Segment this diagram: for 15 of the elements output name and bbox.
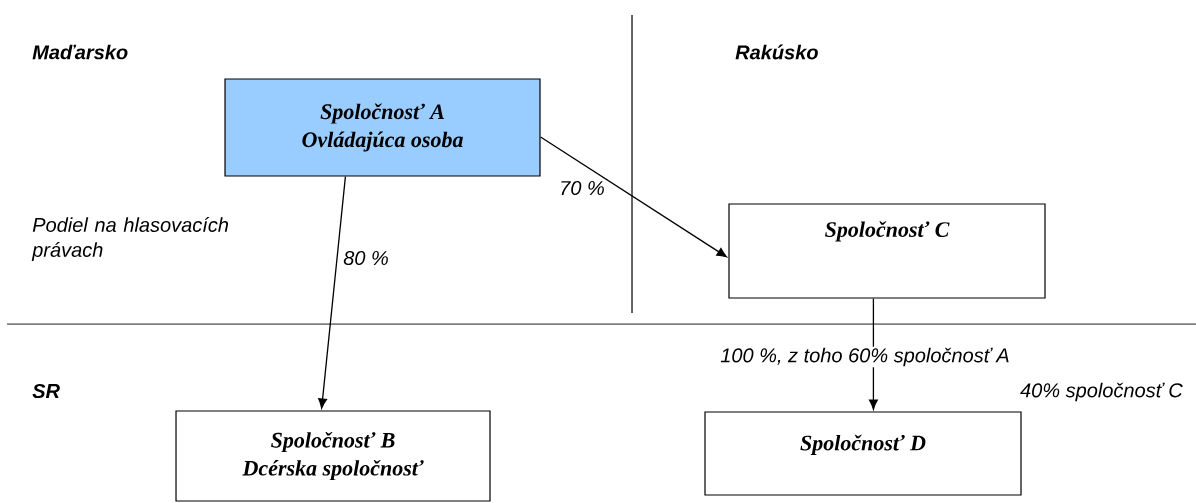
company-box: Spoločnosť A Ovládajúca osoba [224, 78, 541, 177]
note-text: 40% spoločnosť C [1020, 382, 1183, 402]
arrow [318, 175, 347, 409]
edge-label: 100 %, z toho 60% spoločnosť A [719, 346, 1011, 368]
region-label: Rakúsko [735, 44, 818, 60]
region-label: Maďarsko [32, 44, 128, 60]
edge-label: 70 % [558, 179, 606, 197]
company-box: Spoločnosť D [704, 411, 1022, 496]
edge-label: 80 % [342, 249, 390, 267]
company-box: Spoločnosť C [728, 203, 1046, 299]
company-box: Spoločnosť B Dcérska spoločnosť [175, 410, 491, 502]
arrow [868, 297, 878, 410]
region-label: SR [32, 383, 60, 399]
note-text: Podiel na hlasovacích právach [31, 217, 229, 261]
arrow [539, 136, 727, 258]
